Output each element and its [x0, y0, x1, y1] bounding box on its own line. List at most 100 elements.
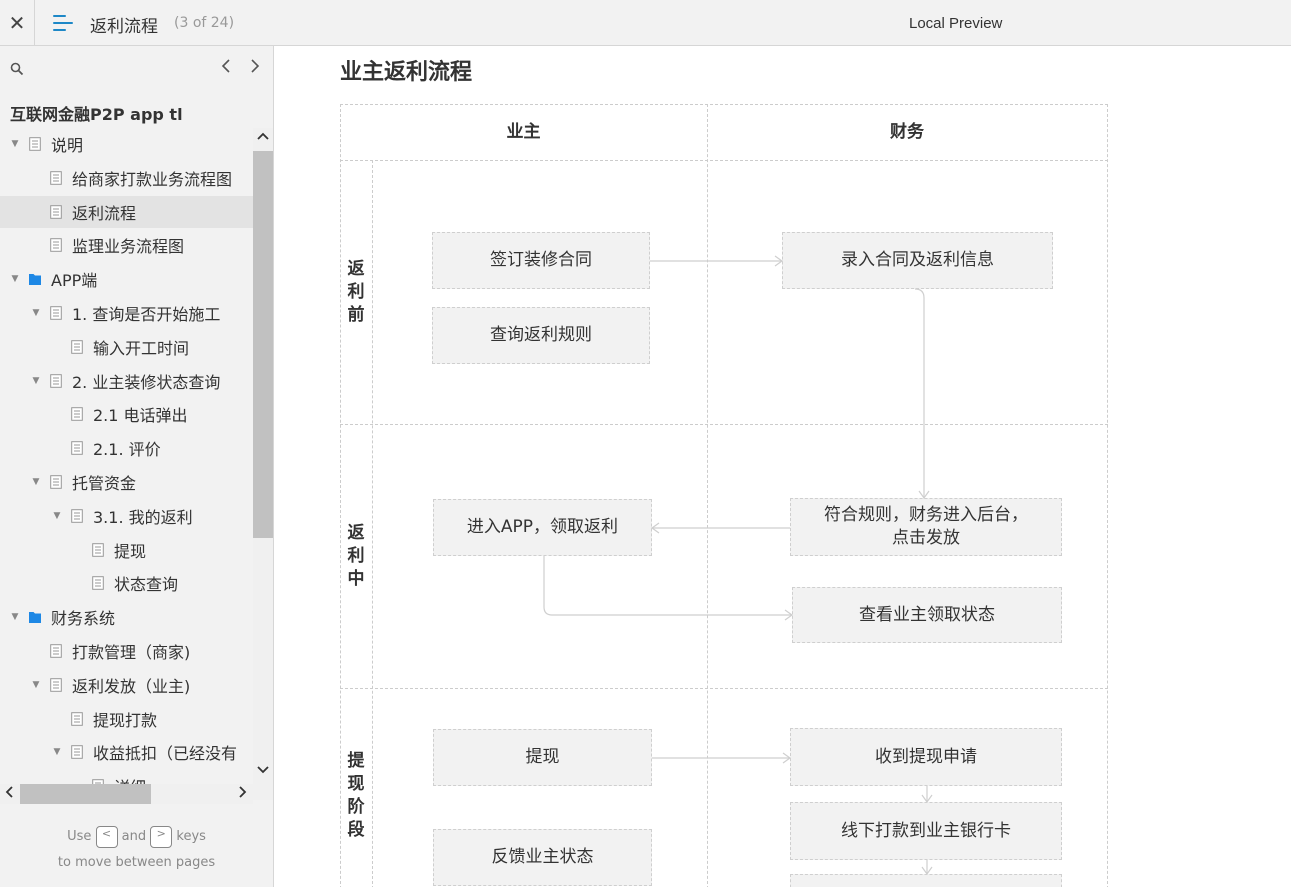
tree-item-label: 打款管理（商家)	[72, 643, 191, 662]
page-icon	[92, 542, 104, 557]
tree-item[interactable]: ▼ 3.1. 我的返利	[0, 500, 253, 532]
tree-item-label: 提现打款	[93, 710, 158, 730]
top-bar: ✕ 返利流程 (3 of 24) Local Preview	[0, 0, 1291, 46]
tree-item-label: 财务系统	[51, 609, 116, 629]
project-title: 互联网金融P2P app tl	[10, 105, 183, 124]
expand-toggle-icon[interactable]: ▼	[53, 747, 61, 758]
expand-toggle-icon[interactable]: ▼	[11, 612, 19, 623]
tree-item[interactable]: ▼ 说明	[0, 128, 253, 160]
tree-item[interactable]: ▼返利流程	[0, 195, 253, 228]
node-offline-payment[interactable]: 线下打款到业主银行卡	[790, 802, 1062, 860]
expand-toggle-icon[interactable]: ▼	[11, 139, 19, 149]
tree-item[interactable]: ▼监理业务流程图	[0, 229, 253, 261]
preview-label: Local Preview	[909, 15, 1003, 32]
scroll-down-arrow-icon[interactable]	[253, 764, 273, 782]
node-view-status[interactable]: 查看业主领取状态	[792, 587, 1062, 643]
vertical-scroll-thumb[interactable]	[253, 151, 273, 538]
tree-item[interactable]: ▼ 返利发放（业主)	[0, 669, 253, 701]
chevron-left-icon	[221, 59, 230, 73]
scroll-left-arrow-icon[interactable]	[0, 784, 18, 804]
expand-toggle-icon[interactable]: ▼	[32, 375, 40, 386]
close-icon: ✕	[8, 11, 26, 35]
tree-item[interactable]: ▼提现	[0, 534, 253, 566]
tree-item[interactable]: ▼2.1 电话弹出	[0, 398, 253, 430]
expand-toggle-icon[interactable]: ▼	[32, 679, 40, 690]
tree-item-label: 输入开工时间	[93, 338, 190, 358]
page-icon	[50, 475, 62, 489]
node-receive-request[interactable]: 收到提现申请	[790, 728, 1062, 786]
page-icon	[71, 745, 83, 760]
node-enter-app[interactable]: 进入APP，领取返利	[433, 499, 652, 556]
expand-toggle-icon[interactable]: ▼	[53, 510, 61, 521]
tree-item-label: 提现	[114, 541, 147, 561]
page-icon	[71, 407, 83, 422]
page-icon	[71, 339, 83, 354]
page-icon	[71, 508, 83, 523]
tree-item-label: 收益抵扣（已经没有	[93, 744, 238, 764]
tree-item[interactable]: ▼2. 业主装修状态查询	[0, 365, 253, 397]
tree-item[interactable]: ▼提现打款	[0, 703, 253, 735]
page-title: 返利流程	[90, 17, 158, 37]
node-sign-contract[interactable]: 签订装修合同	[432, 232, 650, 289]
tree-item-label: 状态查询	[114, 575, 179, 595]
node-feedback[interactable]: 反馈业主状态	[433, 829, 652, 886]
stage-label: 返利前	[347, 258, 365, 325]
tree-item-label: 1. 查询是否开始施工	[72, 305, 221, 324]
search-icon[interactable]	[10, 62, 24, 76]
previous-page-button[interactable]	[218, 58, 234, 78]
tree-item[interactable]: ▼ APP端	[0, 263, 253, 295]
tree-item-label: 说明	[51, 136, 84, 155]
hint-keys: keys	[176, 829, 206, 844]
node-enter-contract[interactable]: 录入合同及返利信息	[782, 232, 1053, 289]
page-icon	[50, 306, 62, 320]
next-key-icon: >	[150, 825, 173, 848]
tree-item-label: 监理业务流程图	[72, 237, 185, 257]
tree-item[interactable]: ▼打款管理（商家)	[0, 635, 253, 667]
diagram-title: 业主返利流程	[340, 60, 473, 85]
page-icon	[29, 137, 41, 151]
expand-toggle-icon[interactable]: ▼	[32, 477, 40, 487]
stage-label: 提现阶段	[347, 751, 365, 840]
folder-icon	[29, 274, 41, 286]
node-meet-rules[interactable]: 符合规则，财务进入后台，点击发放	[790, 498, 1062, 556]
swimlane-diagram: 业主 财务 返利前 返利中 提现阶段 签订装修合同 查询返利规则 录入合同及返利…	[340, 104, 1108, 887]
expand-toggle-icon[interactable]: ▼	[32, 308, 40, 318]
tree-item[interactable]: ▼ 收益抵扣（已经没有	[0, 736, 253, 768]
close-button[interactable]: ✕	[0, 0, 35, 46]
next-page-button[interactable]	[247, 58, 263, 78]
tree-item[interactable]: ▼ 财务系统	[0, 601, 253, 633]
hint-and: and	[121, 829, 147, 844]
scroll-up-arrow-icon[interactable]	[253, 130, 273, 148]
tree-item[interactable]: ▼给商家打款业务流程图	[0, 162, 253, 194]
page-icon	[50, 677, 62, 692]
page-icon	[50, 373, 62, 388]
stage-before-rebate: 返利前	[340, 160, 372, 424]
folder-icon	[29, 612, 41, 624]
tree-item-label: 3.1. 我的返利	[93, 507, 193, 527]
page-icon	[71, 711, 83, 726]
scroll-right-arrow-icon[interactable]	[234, 784, 252, 804]
tree-item-label: 返利发放（业主)	[72, 676, 191, 696]
lane-header-finance: 财务	[890, 122, 924, 142]
tree-item[interactable]: ▼输入开工时间	[0, 331, 253, 363]
node-withdraw[interactable]: 提现	[433, 729, 652, 786]
stage-withdrawal: 提现阶段	[340, 688, 372, 887]
node-partial-next[interactable]	[790, 874, 1062, 887]
page-icon	[50, 204, 62, 219]
tree-item[interactable]: ▼2.1. 评价	[0, 432, 253, 464]
hamburger-menu-icon[interactable]	[53, 14, 73, 32]
tree-item-label: 返利流程	[72, 203, 137, 223]
horizontal-scroll-thumb[interactable]	[20, 784, 151, 804]
node-query-rules[interactable]: 查询返利规则	[432, 307, 650, 364]
tree-item-label: 给商家打款业务流程图	[72, 169, 233, 189]
expand-toggle-icon[interactable]: ▼	[11, 274, 19, 285]
tree-item[interactable]: ▼ 1. 查询是否开始施工	[0, 297, 253, 329]
preview-canvas: 业主返利流程 业主 财务 返利前 返利中 提现阶段 签订装修合同 查询返利规则 …	[274, 46, 1291, 887]
tree-item[interactable]: ▼状态查询	[0, 567, 253, 599]
page-icon	[71, 441, 83, 455]
tree-item-label: APP端	[51, 271, 98, 291]
tree-item[interactable]: ▼ 托管资金	[0, 466, 253, 498]
tree-item-label: 托管资金	[72, 474, 137, 493]
sidebar: 互联网金融P2P app tl ▼说明▼给商家打款业务流程图▼返利流程▼监理业务…	[0, 46, 274, 887]
page-tree: ▼说明▼给商家打款业务流程图▼返利流程▼监理业务流程图▼APP端▼1. 查询是否…	[0, 128, 253, 800]
